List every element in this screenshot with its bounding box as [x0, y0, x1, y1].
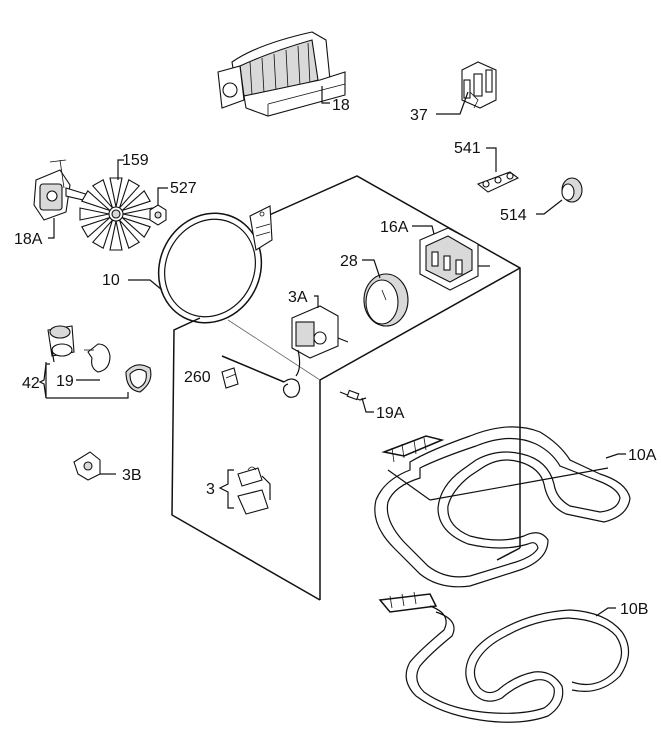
label-19a: 19A: [376, 405, 405, 422]
label-3a: 3A: [288, 289, 308, 306]
bracket-3b-part: [73, 451, 116, 481]
label-19: 19: [56, 373, 74, 390]
label-28: 28: [340, 253, 358, 270]
circular-element-10-part: [128, 205, 273, 324]
label-260: 260: [184, 369, 211, 386]
label-42: 42: [22, 375, 40, 392]
thermostat-3-part: [218, 466, 271, 515]
nut-527-part: [149, 187, 168, 226]
bushing-514-part: [536, 177, 583, 215]
label-10b: 10B: [620, 601, 648, 618]
label-3b: 3B: [122, 467, 142, 484]
callout-labels: 18 37 159 527 541 514 18A 16A 28 10 3A 4…: [14, 97, 657, 618]
thermostat-3a-part: [221, 295, 349, 398]
label-541: 541: [454, 140, 481, 157]
bottom-element-10b-part: [378, 591, 630, 723]
label-16a: 16A: [380, 219, 409, 236]
sensor-19a-part: [339, 389, 374, 413]
label-514: 514: [500, 207, 527, 224]
switch-37-part: [436, 61, 497, 115]
clip-260-part: [221, 367, 239, 389]
terminal-541-part: [476, 147, 520, 193]
fan-motor-18a-part: [33, 159, 93, 239]
grill-element-10a-part: [374, 426, 631, 588]
label-3: 3: [206, 481, 215, 498]
oven-cavity-box: [171, 175, 521, 601]
label-37: 37: [410, 107, 428, 124]
lamp-assembly-part: [38, 325, 152, 399]
label-10a: 10A: [628, 447, 657, 464]
timer-28-part: [362, 259, 409, 327]
label-10: 10: [102, 272, 120, 289]
label-527: 527: [170, 180, 197, 197]
label-159: 159: [122, 152, 149, 169]
tangential-fan-part: [217, 31, 346, 117]
label-18: 18: [332, 97, 350, 114]
fan-wheel-159-part: [79, 159, 153, 251]
selector-switch-16a-part: [412, 225, 490, 291]
label-18a: 18A: [14, 231, 43, 248]
